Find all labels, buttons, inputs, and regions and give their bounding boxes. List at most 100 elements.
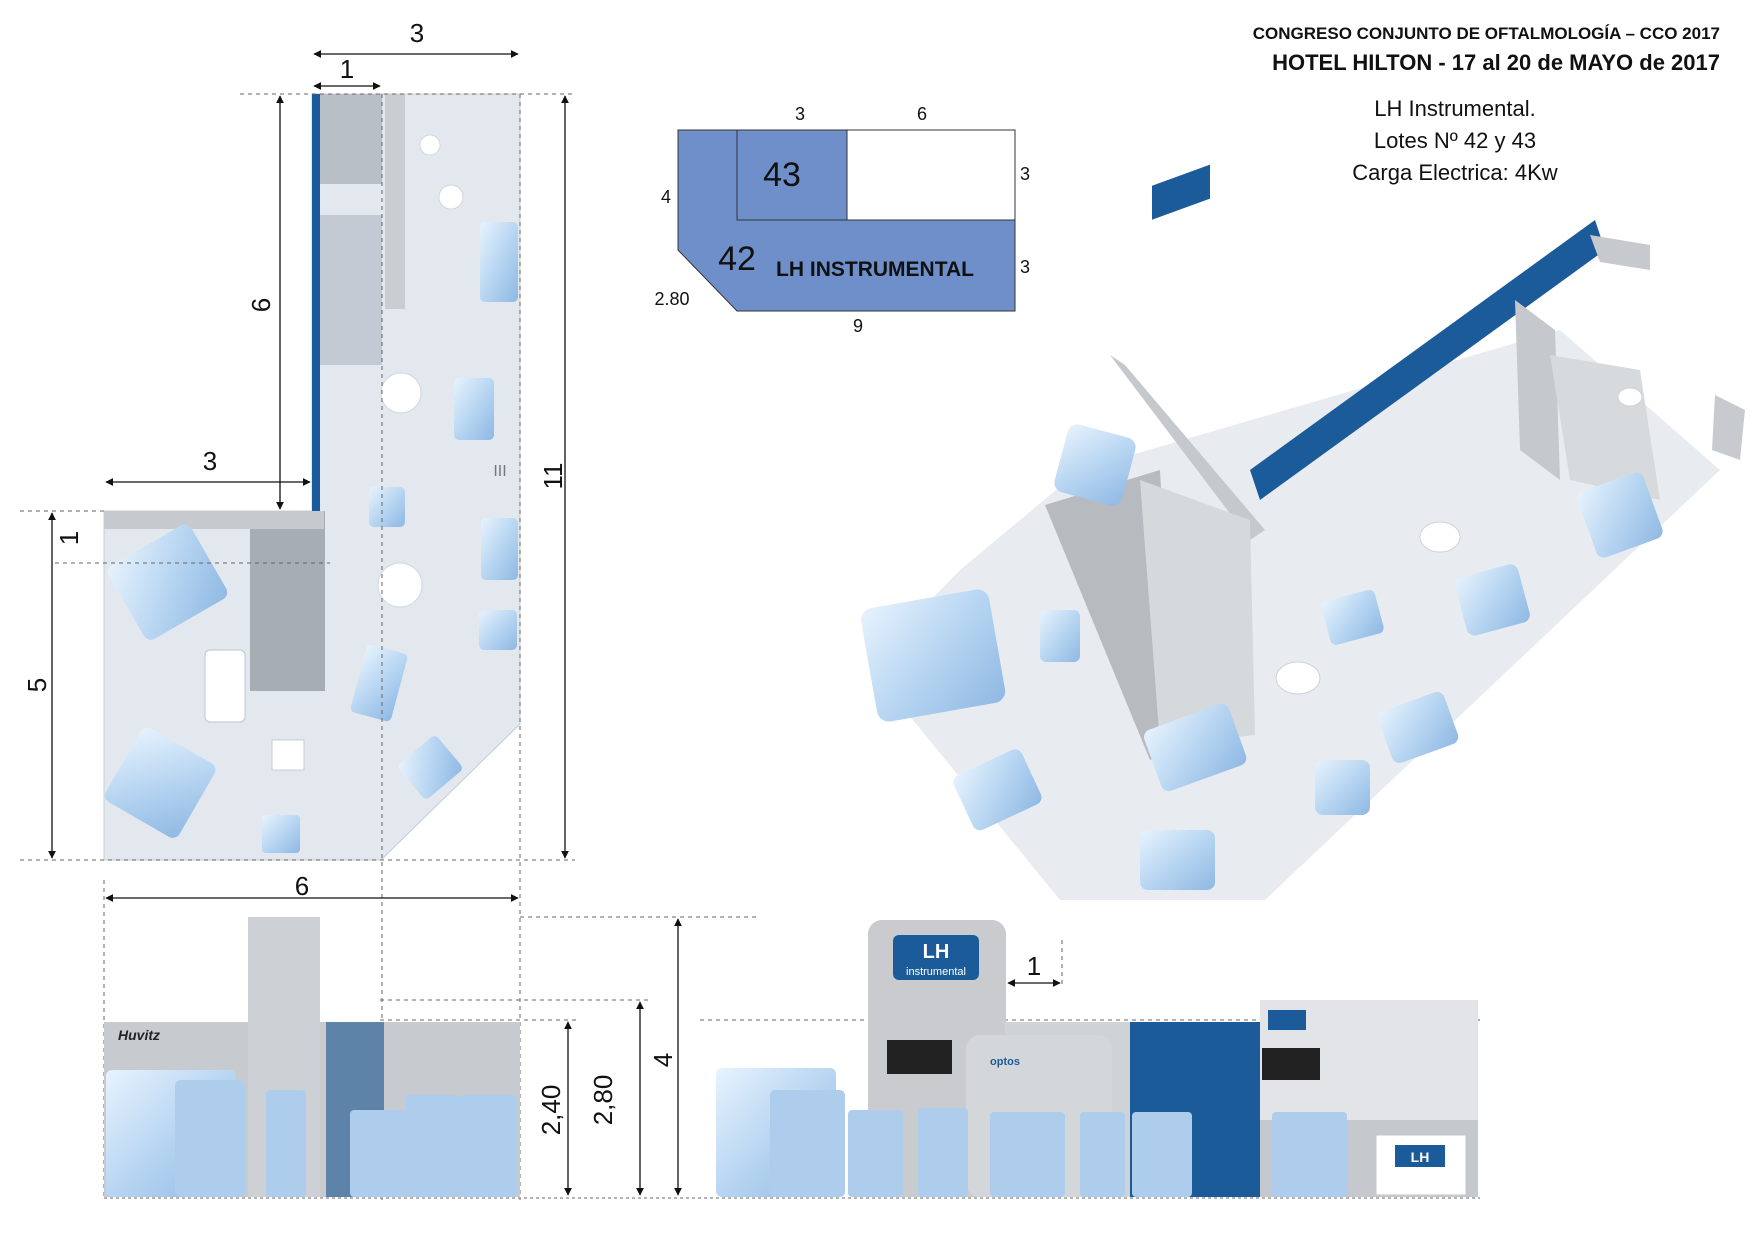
cube <box>350 644 408 722</box>
render-wall-end <box>1590 235 1650 270</box>
elevation-left: Huvitz <box>104 917 520 1197</box>
venue-title: HOTEL HILTON - 17 al 20 de MAYO de 2017 <box>1272 50 1720 75</box>
huvitz-logo: Huvitz <box>118 1027 160 1043</box>
cube <box>1455 564 1530 636</box>
cube <box>262 815 300 853</box>
cube <box>479 610 517 650</box>
small-logo <box>1268 1010 1306 1030</box>
cube <box>108 524 228 640</box>
render-panel-left <box>1110 355 1265 540</box>
counter <box>204 649 246 723</box>
counter-logo-text: LH <box>1411 1149 1430 1165</box>
elevation-right-cubes <box>716 1068 1347 1197</box>
cube <box>481 518 518 580</box>
lot-dim-right-bottom: 3 <box>1020 257 1030 277</box>
render-corner-panel <box>1712 395 1745 460</box>
round-table <box>1617 387 1643 407</box>
round-table <box>377 562 423 608</box>
cube <box>454 378 494 440</box>
cube <box>918 1108 968 1197</box>
render-logo-panel <box>1152 164 1210 220</box>
dim-top-inner: 1 <box>340 54 354 84</box>
render-side-panel <box>1515 300 1560 480</box>
rear-panel <box>104 511 324 529</box>
cube <box>398 736 462 799</box>
cube <box>1378 691 1459 764</box>
cube <box>770 1090 845 1197</box>
dim-elev-4: 4 <box>648 1053 678 1067</box>
cube <box>369 487 405 527</box>
lot-dim-top-a: 3 <box>795 104 805 124</box>
cube <box>953 749 1042 831</box>
cube <box>1140 830 1215 890</box>
cube <box>848 1110 903 1197</box>
cube <box>1132 1112 1192 1197</box>
client-name: LH Instrumental. <box>1374 96 1536 121</box>
cube <box>1315 760 1370 815</box>
cube <box>1321 589 1384 645</box>
lot-43-shape <box>736 129 848 221</box>
dim-mid-inner: 1 <box>54 531 84 545</box>
cube <box>105 727 216 838</box>
lot-plan: 43 42 LH INSTRUMENTAL 3 6 3 3 4 9 2.80 <box>654 104 1030 336</box>
event-title: CONGRESO CONJUNTO DE OFTALMOLOGÍA – CCO … <box>1252 24 1720 43</box>
blue-wall <box>312 94 320 511</box>
display-screen <box>887 1040 952 1074</box>
dim-bottom-width: 6 <box>295 871 309 901</box>
dim-left-upper: 6 <box>246 298 276 312</box>
cube <box>266 1090 306 1197</box>
render-graphic-wall <box>1140 480 1255 745</box>
cube <box>405 1095 460 1197</box>
tables <box>377 134 464 608</box>
display-screen-2 <box>1262 1048 1320 1080</box>
cube <box>175 1080 245 1197</box>
dimension-lines <box>48 50 569 902</box>
cube <box>1054 424 1136 506</box>
lot-dim-right-top: 3 <box>1020 164 1030 184</box>
dim-elev-240: 2,40 <box>536 1085 566 1136</box>
render-blue-wall <box>1250 220 1605 500</box>
counter-logo-box <box>1395 1145 1445 1167</box>
furniture-cubes <box>105 222 518 853</box>
stairs-marker: III <box>493 463 506 480</box>
cube <box>1272 1112 1347 1197</box>
lot-dim-top-b: 6 <box>917 104 927 124</box>
cube <box>1144 703 1247 792</box>
round-table <box>1275 661 1321 695</box>
render-tables <box>1275 387 1643 695</box>
storage-room-mid <box>320 215 382 365</box>
dim-mid-width: 3 <box>203 446 217 476</box>
lot-dim-left: 4 <box>661 187 671 207</box>
company-label: LH INSTRUMENTAL <box>776 258 974 281</box>
dim-total-height: 11 <box>538 463 568 490</box>
free-lot-shape <box>846 129 1016 221</box>
stool-box <box>271 739 305 771</box>
elevation-left-cubes <box>106 1070 518 1197</box>
partition-wall <box>385 94 405 309</box>
cube <box>460 1095 518 1197</box>
round-table <box>1419 521 1461 553</box>
cube <box>990 1112 1065 1197</box>
cube <box>480 222 518 302</box>
dim-elev-280: 2,80 <box>588 1075 618 1126</box>
render-cubes <box>860 424 1663 890</box>
round-table <box>438 184 464 210</box>
lot-43-label: 43 <box>763 156 801 194</box>
dim-top-width: 3 <box>410 18 424 48</box>
lot-dim-chamfer: 2.80 <box>654 289 689 309</box>
elevation-right: LH instrumental optos LH <box>716 920 1478 1197</box>
elevation-dimension-lines <box>104 918 1480 1199</box>
floor-plan: III <box>20 18 1480 1200</box>
optos-logo: optos <box>990 1056 1020 1068</box>
perspective-render <box>860 164 1745 900</box>
electric-load: Carga Electrica: 4Kw <box>1352 160 1558 185</box>
cube <box>860 589 1006 722</box>
dim-left-lower: 5 <box>22 678 52 692</box>
cube <box>1080 1112 1125 1197</box>
render-room-wall <box>1045 470 1175 760</box>
cube <box>1040 610 1080 662</box>
stool <box>419 134 441 156</box>
lot-42-label: 42 <box>718 240 756 278</box>
